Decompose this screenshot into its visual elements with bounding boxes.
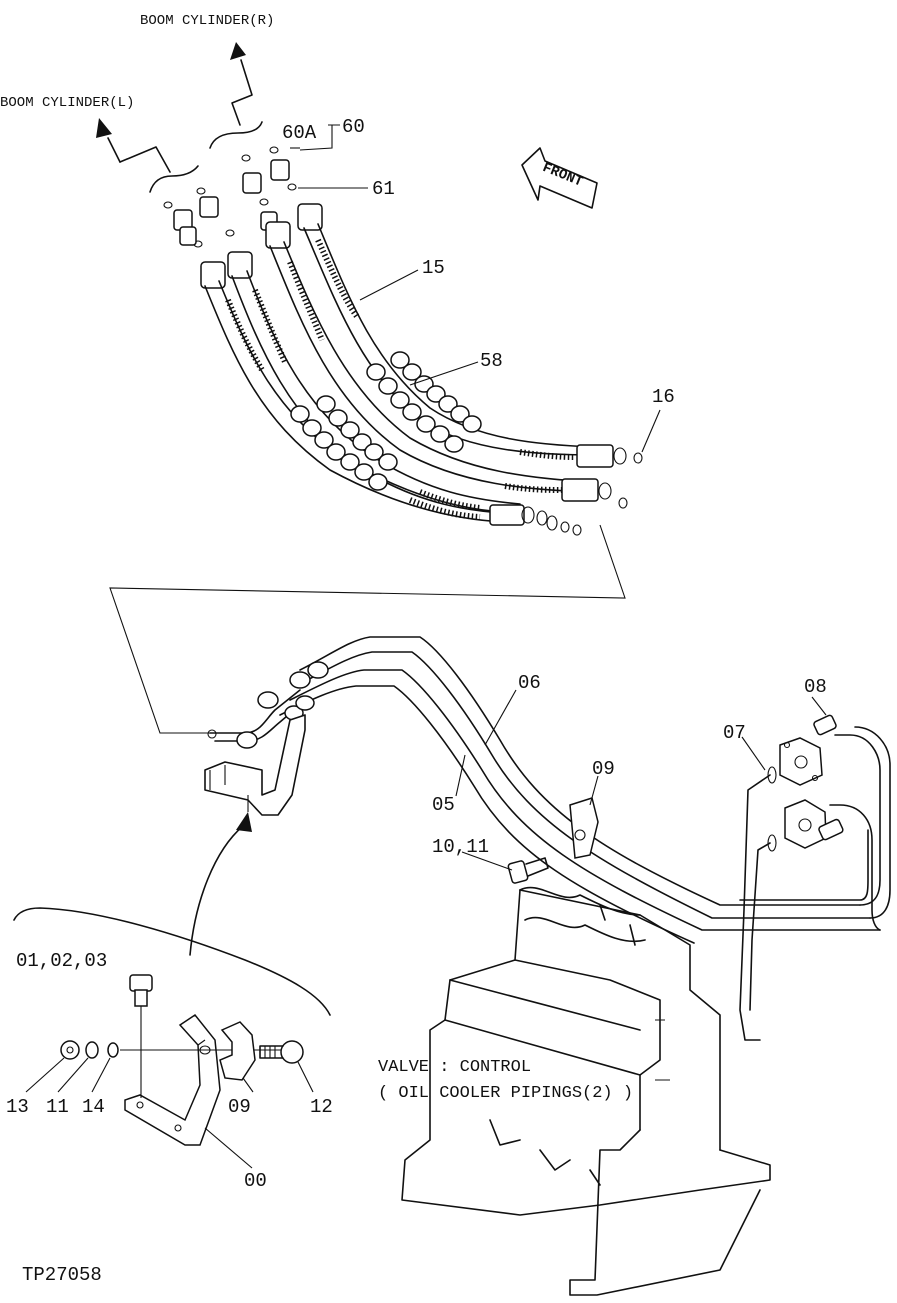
front-direction-arrow <box>521 147 598 209</box>
label-valve-control: VALVE : CONTROL <box>378 1058 531 1077</box>
connection-leader-lines <box>109 524 626 734</box>
pipe-clamp <box>569 797 599 859</box>
label-oil-cooler-pipings: ( OIL COOLER PIPINGS(2) ) <box>378 1084 633 1103</box>
part-leader-lines <box>25 124 827 1169</box>
label-part-58: 58 <box>480 350 503 372</box>
steel-pipes <box>207 636 891 944</box>
label-part-60: 60 <box>342 116 365 138</box>
label-part-12: 12 <box>310 1096 333 1118</box>
label-part-01-02-03: 01,02,03 <box>16 950 107 972</box>
bracket-00 <box>124 1013 221 1146</box>
label-part-05: 05 <box>432 794 455 816</box>
hydraulic-hoses <box>204 223 643 536</box>
label-part-60a: 60A <box>282 122 317 144</box>
label-part-61: 61 <box>372 178 395 200</box>
washers-13-11-14 <box>60 1040 295 1060</box>
label-part-08: 08 <box>804 676 827 698</box>
label-part-16: 16 <box>652 386 675 408</box>
label-part-06: 06 <box>518 672 541 694</box>
pipe-bracket-upper <box>204 714 306 816</box>
label-part-09-lower: 09 <box>228 1096 251 1118</box>
drawing-number: TP27058 <box>22 1264 102 1286</box>
label-part-00: 00 <box>244 1170 267 1192</box>
bolt-10-11 <box>507 857 549 884</box>
boom-cylinder-l-arrow <box>96 118 199 193</box>
label-part-14: 14 <box>82 1096 105 1118</box>
control-valve <box>401 886 771 1296</box>
label-boom-cylinder-l: BOOM CYLINDER(L) <box>0 95 134 111</box>
bolt-01-02-03 <box>129 974 153 1098</box>
label-boom-cylinder-r: BOOM CYLINDER(R) <box>140 13 274 29</box>
label-part-07: 07 <box>723 722 746 744</box>
clamp-09-lower <box>199 1021 256 1081</box>
label-part-15: 15 <box>422 257 445 279</box>
label-part-09-upper: 09 <box>592 758 615 780</box>
adapter-fittings <box>163 146 323 289</box>
label-part-13: 13 <box>6 1096 29 1118</box>
bolt-12 <box>259 1040 304 1064</box>
flange-fittings <box>739 714 844 1041</box>
boom-cylinder-r-arrow <box>209 42 263 149</box>
bracket-detail-callout <box>13 812 331 1016</box>
label-part-11: 11 <box>46 1096 69 1118</box>
label-part-10-11: 10,11 <box>432 836 489 858</box>
